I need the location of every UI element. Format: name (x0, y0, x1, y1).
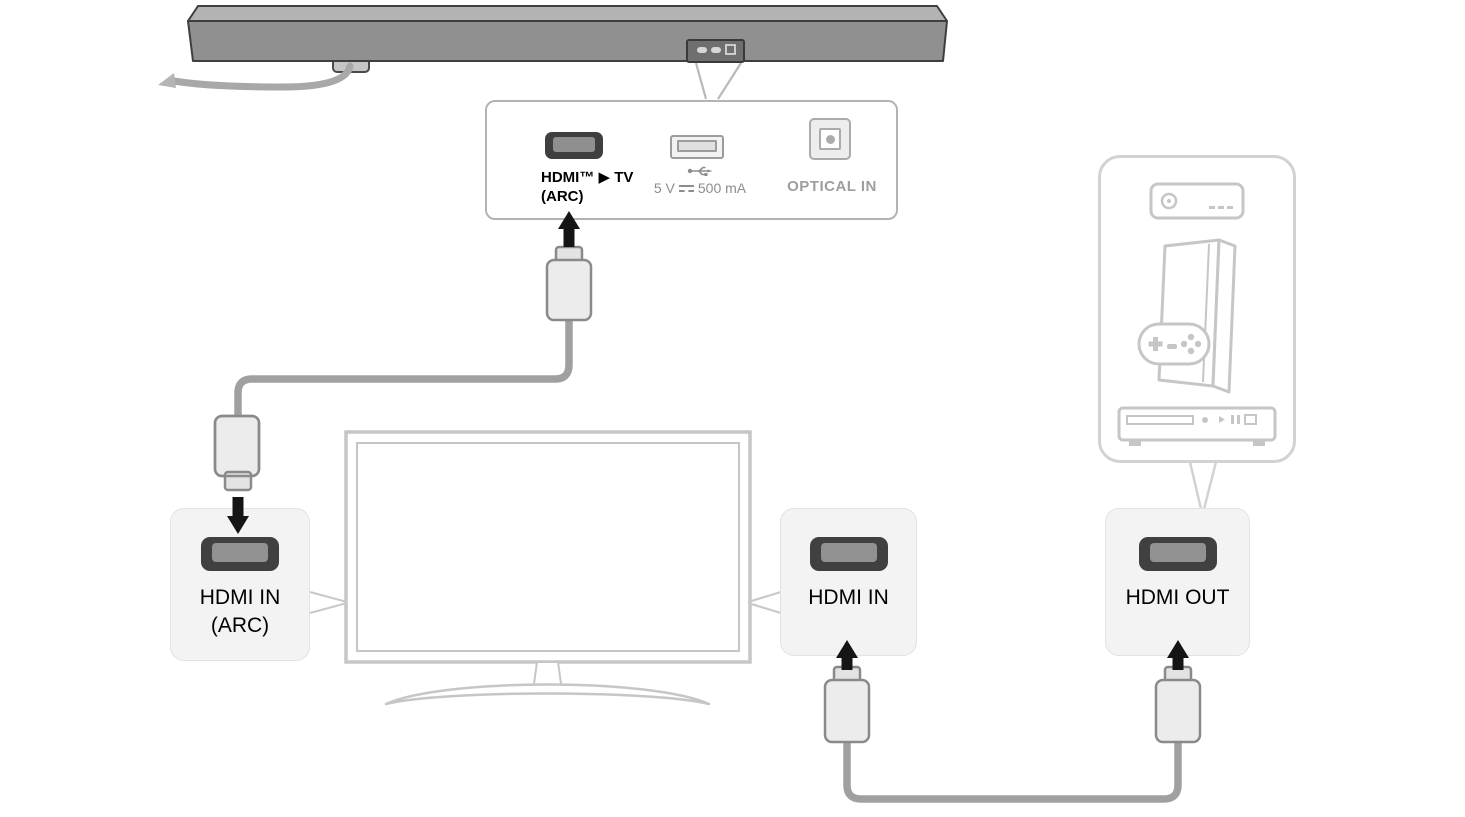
tv-hdmi-arc-label-line1: HDMI IN (199, 586, 281, 609)
source-devices-icons (1117, 182, 1277, 446)
dc-symbol-icon (678, 184, 694, 194)
hdmi-plug-up-source-out (1154, 665, 1202, 744)
tv-hdmi-arc-label-line2: (ARC) (210, 613, 270, 637)
game-console-icon (1157, 238, 1237, 394)
tv-hdmi-arc-panel: HDMI IN (ARC) (170, 508, 310, 661)
hdmi-plug-down-tv-arc (213, 414, 261, 492)
optical-in-label: OPTICAL IN (787, 178, 877, 195)
hdmi-port-icon (809, 537, 888, 571)
source-hdmi-out-label: HDMI OUT (1125, 586, 1230, 609)
tv-hdmi-in-panel: HDMI IN (780, 508, 917, 656)
tv-hdmi-in-label: HDMI IN (808, 586, 889, 609)
soundbar (158, 5, 948, 100)
callout-pointer-line (717, 62, 742, 100)
hdmi-port-icon (1138, 537, 1217, 571)
disc-player-icon (1117, 406, 1277, 446)
usb-port-icon (670, 135, 724, 159)
hdmi-cable-soundbar-tv (234, 310, 573, 424)
hdmi-plug-up-tv-in (823, 665, 871, 744)
usb-caption: 5 V 500 mA (643, 164, 757, 196)
hdmi-cable-tv-source (843, 734, 1182, 803)
hdmi-arc-out-label: HDMI™ ▶ TV (ARC) (541, 169, 633, 207)
usb-port-inner (677, 140, 717, 152)
usb-icon (687, 166, 713, 176)
callout-wedges (309, 590, 782, 615)
usb-volts: 5 V (653, 180, 675, 196)
tv-screen-inner (356, 442, 740, 652)
power-cord-tip (158, 73, 176, 88)
hdmi-arc-out-port-icon (545, 132, 603, 159)
callout-pointer-line (694, 62, 708, 100)
soundbar-front-face (187, 20, 948, 62)
hdmi-port-icon (201, 537, 279, 571)
source-hdmi-out-panel: HDMI OUT (1105, 508, 1250, 656)
tv-hdmi-arc-label: HDMI IN (ARC) (171, 584, 309, 639)
soundbar-top-face (187, 5, 948, 22)
usb-rating-label: 5 V 500 mA (643, 180, 757, 196)
hdmi-port-inner (820, 543, 877, 562)
settop-box-icon (1149, 182, 1245, 220)
optical-port-lens (825, 134, 835, 144)
optical-port-icon (809, 118, 851, 160)
soundbar-port-notch (686, 39, 745, 63)
tv (344, 430, 752, 706)
hdmi-port-inner (1149, 543, 1206, 562)
tv-stand-base (384, 683, 711, 706)
hdmi-plug-up-soundbar (545, 245, 593, 322)
gamepad-icon (1137, 322, 1211, 366)
usb-current: 500 mA (697, 180, 747, 196)
devices-box-pointer (1188, 461, 1218, 510)
hdmi-arc-out-label-line2: (ARC) (541, 187, 584, 205)
hdmi-arc-out-label-line1: HDMI™ ▶ TV (541, 169, 634, 186)
hdmi-port-inner (553, 137, 595, 152)
hdmi-port-inner (212, 543, 268, 562)
source-devices-callout (1098, 155, 1296, 463)
power-cord (170, 62, 354, 91)
